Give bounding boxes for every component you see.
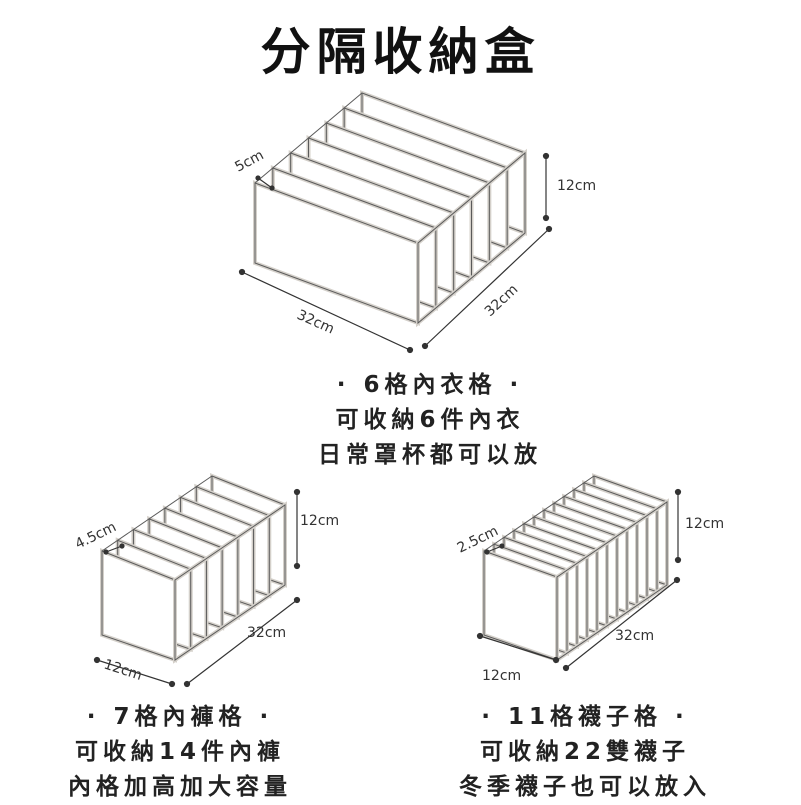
box-small-height-label: 12cm: [685, 516, 724, 532]
box-medium-dimensions: [93, 488, 301, 688]
box-large-width-label: 5cm: [232, 147, 266, 175]
box-large-caption: · 6格內衣格 · 可收納6件內衣 日常罩杯都可以放: [300, 368, 560, 473]
box-small-caption: · 11格襪子格 · 可收納22雙襪子 冬季襪子也可以放入: [420, 700, 750, 805]
box-medium-side-edge: [174, 504, 286, 661]
box-large-caption-line: 日常罩杯都可以放: [318, 442, 542, 468]
box-medium-caption-line: 可收納14件內褲: [74, 739, 285, 765]
box-large-dimensions: [238, 152, 553, 354]
box-small-caption-heading: · 11格襪子格 ·: [481, 704, 689, 730]
box-small-top-rail: [483, 475, 595, 552]
page-title: 分隔收納盒: [260, 23, 541, 81]
box-small-length-label: 32cm: [615, 628, 654, 644]
box-small-caption-line: 冬季襪子也可以放入: [459, 774, 711, 800]
box-large: [253, 90, 527, 328]
box-large-length-label: 32cm: [294, 307, 336, 338]
box-medium: [100, 473, 287, 664]
box-small-caption-line: 可收納22雙襪子: [479, 739, 690, 765]
box-medium-top-rail: [101, 475, 213, 552]
box-medium-caption: · 7格內褲格 · 可收納14件內褲 內格加高加大容量: [35, 700, 325, 805]
box-large-caption-heading: · 6格內衣格 ·: [336, 372, 524, 398]
box-large-caption-line: 可收納6件內衣: [335, 407, 525, 433]
box-small-side-edge: [556, 501, 668, 661]
box-medium-depth-label: 12cm: [102, 657, 144, 684]
box-medium-height-label: 12cm: [300, 513, 339, 529]
box-medium-width-label: 4.5cm: [73, 519, 119, 552]
box-medium-caption-heading: · 7格內褲格 ·: [86, 704, 274, 730]
box-medium-caption-line: 內格加高加大容量: [68, 774, 292, 800]
box-small-depth-label: 12cm: [482, 668, 521, 684]
box-large-height-label: 12cm: [557, 178, 596, 194]
box-small-dimensions: [476, 488, 682, 672]
box-medium-length-label: 32cm: [247, 625, 286, 641]
box-small: [482, 473, 669, 664]
box-large-side-edge: [417, 151, 526, 325]
box-large-top-rail: [254, 92, 363, 184]
